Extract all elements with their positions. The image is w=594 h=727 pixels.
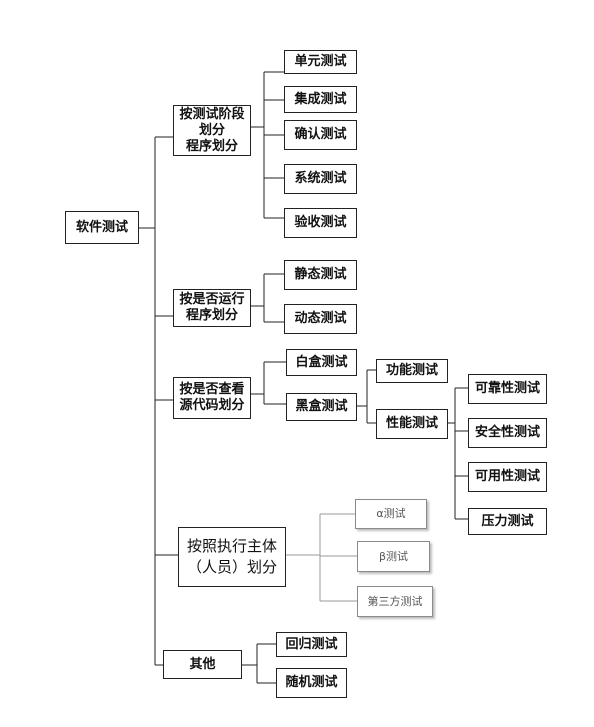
node-reliability-test: 可靠性测试 [468,374,547,404]
node-system-test: 系统测试 [284,164,357,194]
node-label: 静态测试 [294,267,347,282]
node-acceptance-test: 验收测试 [284,208,357,238]
node-label: 功能测试 [385,363,438,378]
node-label: 性能测试 [385,416,438,431]
root-node-software-testing: 软件测试 [65,211,139,244]
node-random-test: 随机测试 [276,668,347,698]
node-black-box-test: 黑盒测试 [286,393,357,421]
category-by-running-program: 按是否运行 程序划分 [173,289,251,327]
node-label: 单元测试 [294,54,347,69]
category-label-line: 按测试阶段 [179,106,245,122]
node-performance-test: 性能测试 [376,409,448,439]
category-label-line: 程序划分 [185,308,238,323]
category-label-line: 源代码划分 [179,398,245,413]
node-white-box-test: 白盒测试 [286,349,357,376]
category-label-line: 按照执行主体 [186,537,277,555]
node-label: β测试 [378,549,409,563]
node-label: 第三方测试 [367,594,423,608]
category-by-executor: 按照执行主体 （人员）划分 [178,527,286,587]
category-label-line: 划分 [198,122,225,138]
node-label: 集成测试 [294,91,347,107]
node-third-party-test: 第三方测试 [357,586,433,617]
category-label-line: 按是否运行 [179,292,245,307]
node-functional-test: 功能测试 [376,359,448,383]
node-usability-test: 可用性测试 [468,462,547,492]
node-integration-test: 集成测试 [284,86,357,113]
node-label: 回归测试 [285,636,338,652]
node-label: 确认测试 [294,127,347,142]
category-label-line: 程序划分 [185,138,238,154]
root-label: 软件测试 [75,219,128,235]
node-regression-test: 回归测试 [276,632,347,657]
node-label: α测试 [376,507,406,520]
node-label: 黑盒测试 [295,399,348,414]
node-label: 动态测试 [294,311,347,326]
node-beta-test: β测试 [357,541,430,572]
category-label-line: （人员）划分 [186,558,277,576]
category-by-test-stage: 按测试阶段 划分 程序划分 [173,105,251,156]
category-label-line: 其他 [189,656,216,672]
node-label: 可靠性测试 [474,381,540,396]
category-by-source-code: 按是否查看 源代码划分 [173,377,251,419]
node-stress-test: 压力测试 [468,508,547,535]
node-static-test: 静态测试 [284,260,357,290]
node-alpha-test: α测试 [355,499,427,529]
node-label: 可用性测试 [474,469,540,484]
node-label: 随机测试 [285,675,338,690]
node-security-test: 安全性测试 [468,418,547,448]
node-dynamic-test: 动态测试 [284,304,357,334]
node-label: 验收测试 [294,215,347,230]
node-label: 白盒测试 [295,354,348,370]
category-other: 其他 [163,650,242,679]
node-label: 系统测试 [294,171,347,186]
node-label: 压力测试 [481,513,534,529]
node-unit-test: 单元测试 [284,50,357,74]
node-acceptance-confirm-test: 确认测试 [284,120,357,150]
node-label: 安全性测试 [474,425,540,440]
category-label-line: 按是否查看 [179,382,245,397]
